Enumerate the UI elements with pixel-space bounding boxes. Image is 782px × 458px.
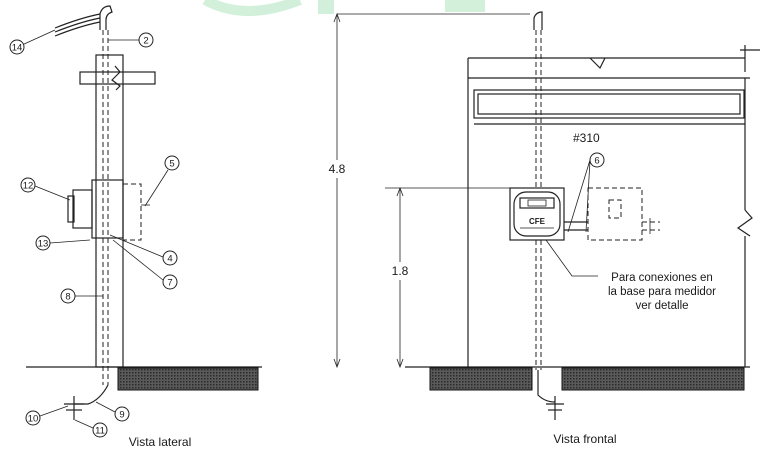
ground-conductor (74, 384, 109, 405)
meter-base-front (509, 187, 565, 241)
column-lateral (95, 54, 124, 368)
meter-side (72, 189, 93, 229)
meter-brand: CFE (529, 217, 546, 226)
callout-7: 7 (167, 278, 172, 289)
frontal-view: CFE (337, 11, 760, 420)
weatherhead-front (533, 11, 543, 30)
note-line-2: la base para medidor (608, 286, 716, 298)
sidewalk-frontal-left (429, 367, 533, 391)
sidewalk-lateral (117, 367, 259, 391)
dimension-1-8: 1.8 (392, 264, 409, 278)
callout-9: 9 (119, 410, 124, 421)
callout-11: 11 (95, 426, 105, 437)
sidewalk-frontal-right (561, 367, 745, 391)
lateral-view-title: Vista lateral (129, 435, 191, 449)
dimension-4-8: 4.8 (329, 162, 346, 176)
weatherhead (99, 5, 113, 30)
meter-front (513, 191, 561, 237)
callout-12: 12 (23, 181, 34, 192)
callout-4: 4 (167, 254, 172, 265)
service-wires (54, 13, 101, 37)
callout-13: 13 (38, 239, 49, 250)
watermark (202, 0, 485, 16)
callout-5: 5 (169, 159, 174, 170)
dimension-total-height: 4.8 (322, 12, 352, 369)
note-line-3: ver detalle (635, 300, 688, 312)
frontal-view-title: Vista frontal (553, 432, 616, 446)
callouts-frontal: 6 (567, 152, 605, 233)
switch-box-side (122, 183, 142, 241)
callout-10: 10 (28, 414, 39, 425)
switch-box-front (587, 187, 643, 241)
circuit-label: #310 (573, 131, 600, 145)
building-front (467, 45, 760, 367)
ground-rod-icon (64, 396, 84, 420)
dimension-meter-height: 1.8 (385, 186, 510, 369)
note-line-1: Para conexiones en (611, 272, 713, 284)
ground-rod-front-icon (546, 396, 564, 420)
callout-14: 14 (12, 43, 23, 54)
callout-8: 8 (65, 292, 70, 303)
callouts-lateral: 14 2 12 5 13 4 7 8 9 10 (9, 29, 180, 438)
lateral-view (26, 5, 262, 420)
callout-2: 2 (143, 36, 148, 47)
callout-6: 6 (594, 156, 599, 167)
